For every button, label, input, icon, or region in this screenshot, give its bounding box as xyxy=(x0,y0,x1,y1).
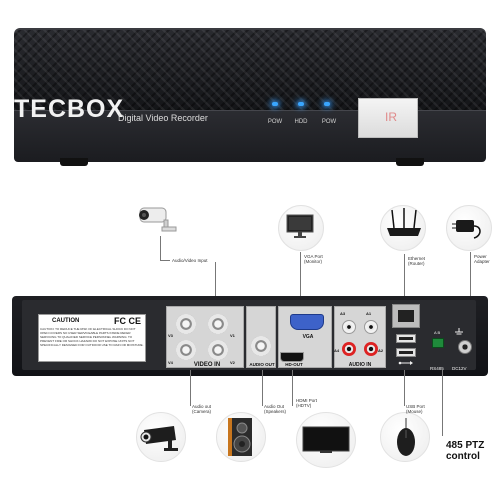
audio-out-panel xyxy=(246,306,276,368)
bnc-port-v2[interactable] xyxy=(208,340,228,360)
rca-port-a1[interactable] xyxy=(364,320,378,334)
audio-label-a1: A1 xyxy=(366,311,372,316)
dvr-mesh-top xyxy=(14,28,486,110)
ir-label: IR xyxy=(385,110,397,124)
audio-in-label: AUDIO IN xyxy=(348,362,372,368)
monitor-icon xyxy=(286,214,314,238)
led-label-pow: POW xyxy=(267,119,283,125)
hdd-led-icon xyxy=(298,102,304,106)
tv-icon xyxy=(302,426,350,453)
rca-port-a3[interactable] xyxy=(342,320,356,334)
caution-sticker xyxy=(38,314,146,362)
audio-label-a2: A2 xyxy=(378,348,384,353)
fc-ce-mark: FC CE xyxy=(114,316,141,326)
caution-title: CAUTION xyxy=(52,318,80,324)
mouse-icon xyxy=(397,418,415,456)
rs485-terminal[interactable] xyxy=(432,338,444,348)
front-foot-right xyxy=(396,158,424,166)
usb-icon xyxy=(398,361,413,365)
vga-label: VGA xyxy=(302,334,314,340)
security-camera-icon xyxy=(139,207,177,232)
router-icon xyxy=(387,208,421,236)
connector-line xyxy=(160,260,170,261)
ptz-control-label: 485 PTZ control xyxy=(446,440,485,462)
bnc-label-v1: V1 xyxy=(230,333,235,338)
power-led-icon-2 xyxy=(324,102,330,106)
power-adapter-icon xyxy=(452,220,481,239)
speaker-icon xyxy=(228,418,252,456)
led-label-pow-2: POW xyxy=(321,119,337,125)
ir-window xyxy=(358,98,418,138)
rca-port-a2[interactable] xyxy=(364,342,378,356)
label-audio-out-camera: Audio out (Camera) xyxy=(192,404,212,415)
brand-logo: TECBOX xyxy=(14,95,125,123)
bnc-label-v2: V2 xyxy=(230,360,235,365)
rs485-label: RS485 xyxy=(430,366,444,371)
power-led-icon xyxy=(272,102,278,106)
bnc-port-v1[interactable] xyxy=(208,314,228,334)
monitor-circle xyxy=(278,205,324,251)
connector-line xyxy=(300,252,301,308)
connector-line xyxy=(404,254,405,304)
hd-out-label: HD-OUT xyxy=(285,362,303,367)
ground-icon xyxy=(455,328,463,335)
dc-label: DC12V xyxy=(452,366,467,371)
label-ethernet: Ethernet (Router) xyxy=(408,256,426,267)
connector-line xyxy=(215,262,216,302)
dc-power-jack[interactable] xyxy=(458,340,472,354)
audio-out-port[interactable] xyxy=(251,336,271,356)
audio-label-a3: A3 xyxy=(340,311,346,316)
connector-line xyxy=(442,370,443,436)
audio-out-label: AUDIO OUT xyxy=(249,362,275,367)
label-hdmi-port: HDMI Port (HDTV) xyxy=(296,398,318,409)
led-label-hdd: HDD xyxy=(294,119,308,125)
connector-line xyxy=(190,370,191,406)
product-subtitle: Digital Video Recorder xyxy=(118,113,208,123)
video-in-label: VIDEO IN xyxy=(193,362,221,368)
bnc-label-v3: V3 xyxy=(168,333,173,338)
caution-text: CAUTION: TO REDUCE THE RISK OF ELECTRICA… xyxy=(40,327,144,347)
usb-port-1-tongue xyxy=(399,337,413,340)
audio-in-panel xyxy=(334,306,386,368)
connector-line xyxy=(160,236,161,260)
connector-line xyxy=(292,370,293,406)
label-power-adapter: Power Adapter xyxy=(474,254,490,265)
bnc-port-v4[interactable] xyxy=(176,340,196,360)
label-vga-port: VGA Port (Monitor) xyxy=(304,254,323,265)
label-audio-out-speakers: Audio Out (Speakers) xyxy=(264,404,287,415)
connector-line xyxy=(470,252,471,338)
connector-line xyxy=(404,370,405,406)
audio-label-a4: A4 xyxy=(334,348,340,353)
rca-port-a4[interactable] xyxy=(342,342,356,356)
label-audio-video-input: Audio/Video Input xyxy=(172,258,208,263)
usb-port-2-tongue xyxy=(399,351,413,354)
bullet-camera-icon xyxy=(140,426,178,451)
hdmi-port[interactable] xyxy=(280,352,304,362)
bnc-label-v4: V4 xyxy=(168,360,173,365)
connector-line xyxy=(262,370,263,406)
label-usb-port: USB Port (Mouse) xyxy=(406,404,425,415)
rs485-ab-label: A B xyxy=(434,330,441,335)
vga-port[interactable] xyxy=(290,314,324,330)
bnc-port-v3[interactable] xyxy=(176,314,196,334)
front-foot-left xyxy=(60,158,88,166)
ethernet-port-socket xyxy=(398,310,414,322)
